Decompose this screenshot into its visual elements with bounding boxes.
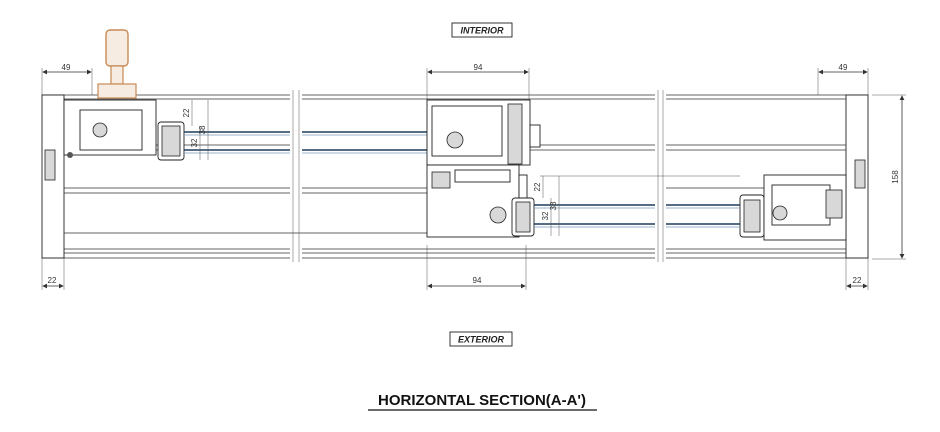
dimension-bottom-middle: 94 [426, 245, 527, 290]
right-exterior-sash [511, 174, 847, 241]
dimension-top-right: 49 [817, 63, 869, 95]
svg-text:22: 22 [853, 276, 862, 285]
drawing-title: HORIZONTAL SECTION(A-A') [368, 392, 597, 411]
svg-text:32: 32 [190, 138, 199, 147]
exterior-text: EXTERIOR [458, 335, 505, 345]
right-glass-dimensions: 22 32 38 [533, 175, 740, 236]
left-interior-sash [63, 99, 185, 161]
svg-text:38: 38 [549, 201, 558, 210]
dimension-overall-height: 158 [872, 94, 906, 260]
interior-label: INTERIOR [451, 22, 513, 38]
dimension-bottom-right: 22 [845, 258, 869, 290]
svg-text:94: 94 [474, 63, 483, 72]
svg-text:22: 22 [533, 182, 542, 191]
svg-text:94: 94 [473, 276, 482, 285]
title-text: HORIZONTAL SECTION(A-A') [378, 392, 586, 409]
svg-text:32: 32 [541, 211, 550, 220]
dimension-top-middle: 94 [426, 63, 530, 100]
outer-frame [41, 94, 869, 259]
svg-text:38: 38 [198, 125, 207, 134]
svg-text:49: 49 [62, 63, 71, 72]
left-glass-dimensions: 22 32 38 [182, 100, 209, 160]
svg-text:49: 49 [839, 63, 848, 72]
interior-text: INTERIOR [460, 26, 504, 36]
left-glass-pane [184, 131, 427, 154]
dimension-bottom-left: 22 [41, 258, 65, 290]
break-marks [292, 90, 664, 262]
dimension-top-left: 49 [41, 63, 93, 95]
exterior-label: EXTERIOR [449, 331, 513, 347]
sash-handle-icon [97, 29, 137, 99]
svg-text:22: 22 [48, 276, 57, 285]
middle-interlock [426, 99, 541, 238]
svg-text:158: 158 [891, 170, 900, 184]
right-glass-pane [534, 204, 740, 228]
svg-text:22: 22 [182, 108, 191, 117]
